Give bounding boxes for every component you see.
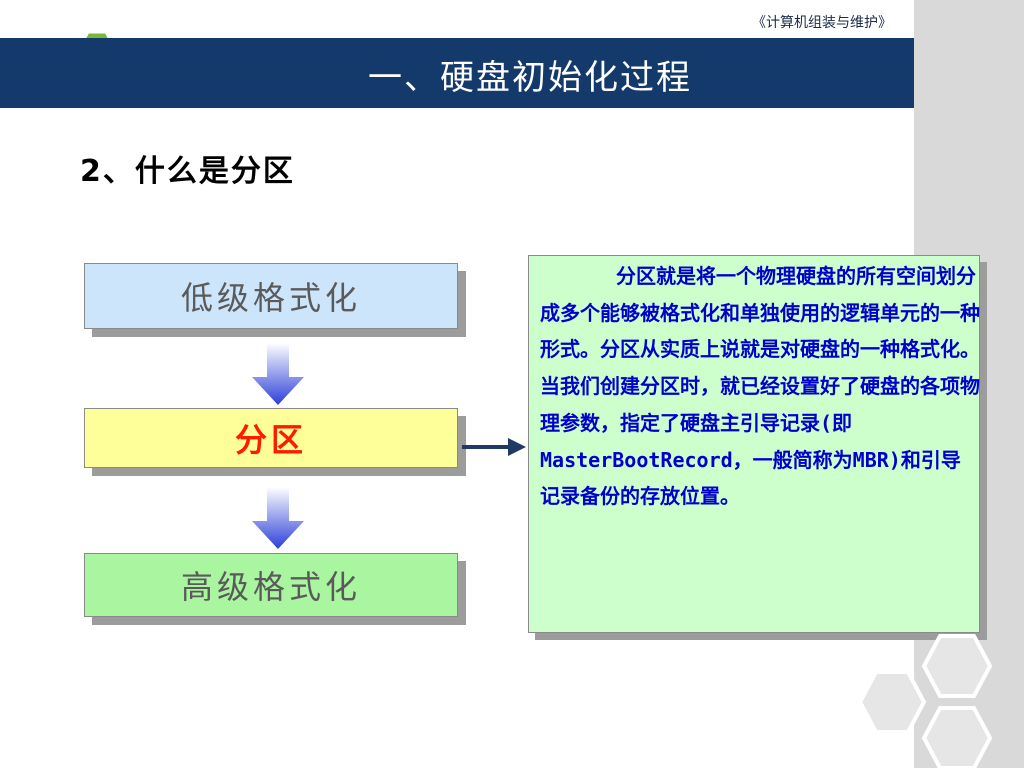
- step-partition: 分区: [84, 408, 458, 468]
- down-arrow-icon: [252, 343, 304, 405]
- step-label: 低级格式化: [180, 279, 361, 317]
- down-arrow-icon: [252, 487, 304, 549]
- section-heading: 2、什么是分区: [80, 154, 295, 189]
- description-text: 分区就是将一个物理硬盘的所有空间划分成多个能够被格式化和单独使用的逻辑单元的一种…: [540, 264, 980, 509]
- step-high-level-format: 高级格式化: [84, 553, 458, 617]
- right-arrow-icon: [462, 438, 526, 456]
- course-title: 《计算机组装与维护》: [752, 15, 892, 31]
- step-label: 高级格式化: [180, 568, 361, 606]
- step-low-level-format: 低级格式化: [84, 263, 458, 329]
- hexagon-decoration: [858, 634, 993, 768]
- slide-title: 一、硬盘初始化过程: [368, 58, 692, 98]
- title-bar: [0, 38, 914, 108]
- step-label: 分区: [234, 421, 307, 459]
- description-box: [528, 255, 980, 633]
